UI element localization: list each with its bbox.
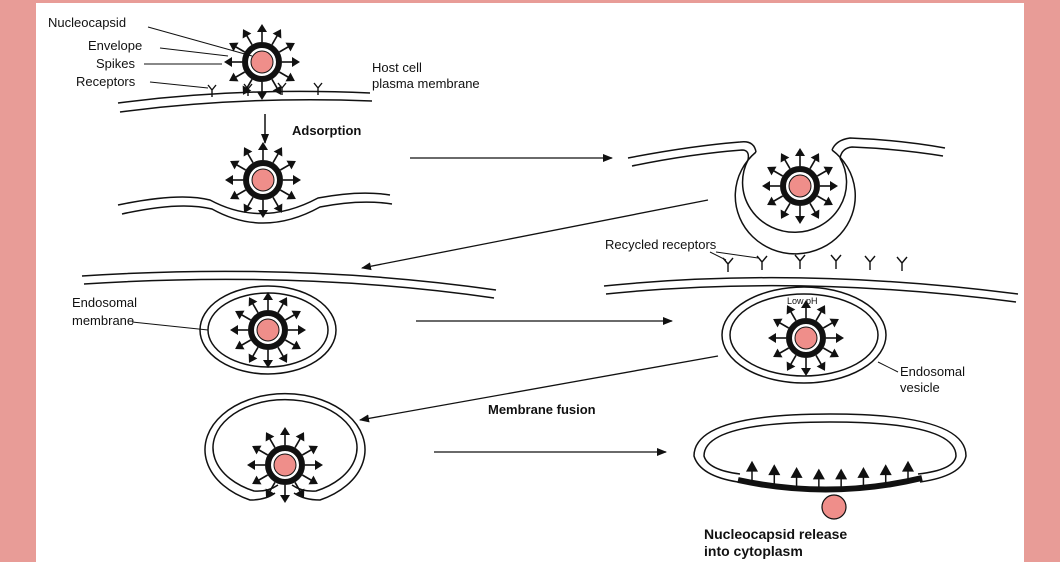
spike-head xyxy=(257,92,267,100)
spike-head xyxy=(795,148,805,156)
virion-5 xyxy=(768,300,844,376)
recycled-receptors-label: Recycled receptors xyxy=(605,237,717,252)
arrow-stage3-to-4 xyxy=(362,200,708,268)
spikes-label: Spikes xyxy=(96,56,136,71)
spike-head xyxy=(768,333,776,343)
endosomal-vesicle-leader xyxy=(878,362,898,372)
released-nucleocapsid xyxy=(822,495,846,519)
spike-head xyxy=(292,57,300,67)
adsorption-label: Adsorption xyxy=(292,123,361,138)
spike-head xyxy=(224,57,232,67)
low-ph-label: Low pH xyxy=(787,296,818,306)
fused-envelope-patch xyxy=(738,478,922,490)
spike-head xyxy=(762,181,770,191)
spike-head xyxy=(280,495,290,503)
nucleocapsid-label: Nucleocapsid xyxy=(48,15,126,30)
released-spike-head xyxy=(769,465,779,474)
recycled-receptors-leaders xyxy=(710,252,758,260)
nucleocapsid xyxy=(257,319,279,341)
recycled-receptors xyxy=(723,255,907,272)
spike-head xyxy=(801,368,811,376)
cell-membrane-stage4 xyxy=(82,271,496,298)
host-cell-label: Host cell xyxy=(372,60,422,75)
receptors-label: Receptors xyxy=(76,74,136,89)
endosomal-vesicle-label-2: vesicle xyxy=(900,380,940,395)
spike-head xyxy=(298,325,306,335)
released-spike-head xyxy=(814,470,824,479)
host-cell-membrane xyxy=(118,91,372,112)
endosomal-membrane-leader xyxy=(132,322,208,330)
spike-head xyxy=(795,216,805,224)
spike-head xyxy=(225,175,233,185)
nucleocapsid xyxy=(789,175,811,197)
virion-3 xyxy=(762,148,838,224)
spike-head xyxy=(836,333,844,343)
spike-head xyxy=(257,24,267,32)
virion-2 xyxy=(225,142,301,218)
nucleocapsid xyxy=(252,169,274,191)
released-spike-head xyxy=(836,470,846,479)
spike-head xyxy=(258,142,268,150)
released-spike-head xyxy=(903,462,913,471)
endosomal-vesicle-label: Endosomal xyxy=(900,364,965,379)
released-spike-head xyxy=(881,465,891,474)
released-spike-head xyxy=(792,468,802,477)
endosomal-membrane-label-2: membrane xyxy=(72,313,134,328)
spike-head xyxy=(280,427,290,435)
virion-4 xyxy=(230,292,306,368)
endosomal-membrane-label: Endosomal xyxy=(72,295,137,310)
release-label-2: into cytoplasm xyxy=(704,543,803,559)
envelope-label: Envelope xyxy=(88,38,142,53)
release-label: Nucleocapsid release xyxy=(704,526,847,542)
released-spike-head xyxy=(747,462,757,471)
nucleocapsid xyxy=(274,454,296,476)
plasma-membrane-label: plasma membrane xyxy=(372,76,480,91)
nucleocapsid xyxy=(795,327,817,349)
fused-membrane xyxy=(694,414,966,482)
membrane-fusion-label: Membrane fusion xyxy=(488,402,596,417)
spike-head xyxy=(293,175,301,185)
nucleocapsid xyxy=(251,51,273,73)
virion-1 xyxy=(224,24,300,100)
spike-head xyxy=(830,181,838,191)
released-spike-head xyxy=(858,468,868,477)
spike-head xyxy=(315,460,323,470)
spike-head xyxy=(247,460,255,470)
spike-head xyxy=(230,325,238,335)
